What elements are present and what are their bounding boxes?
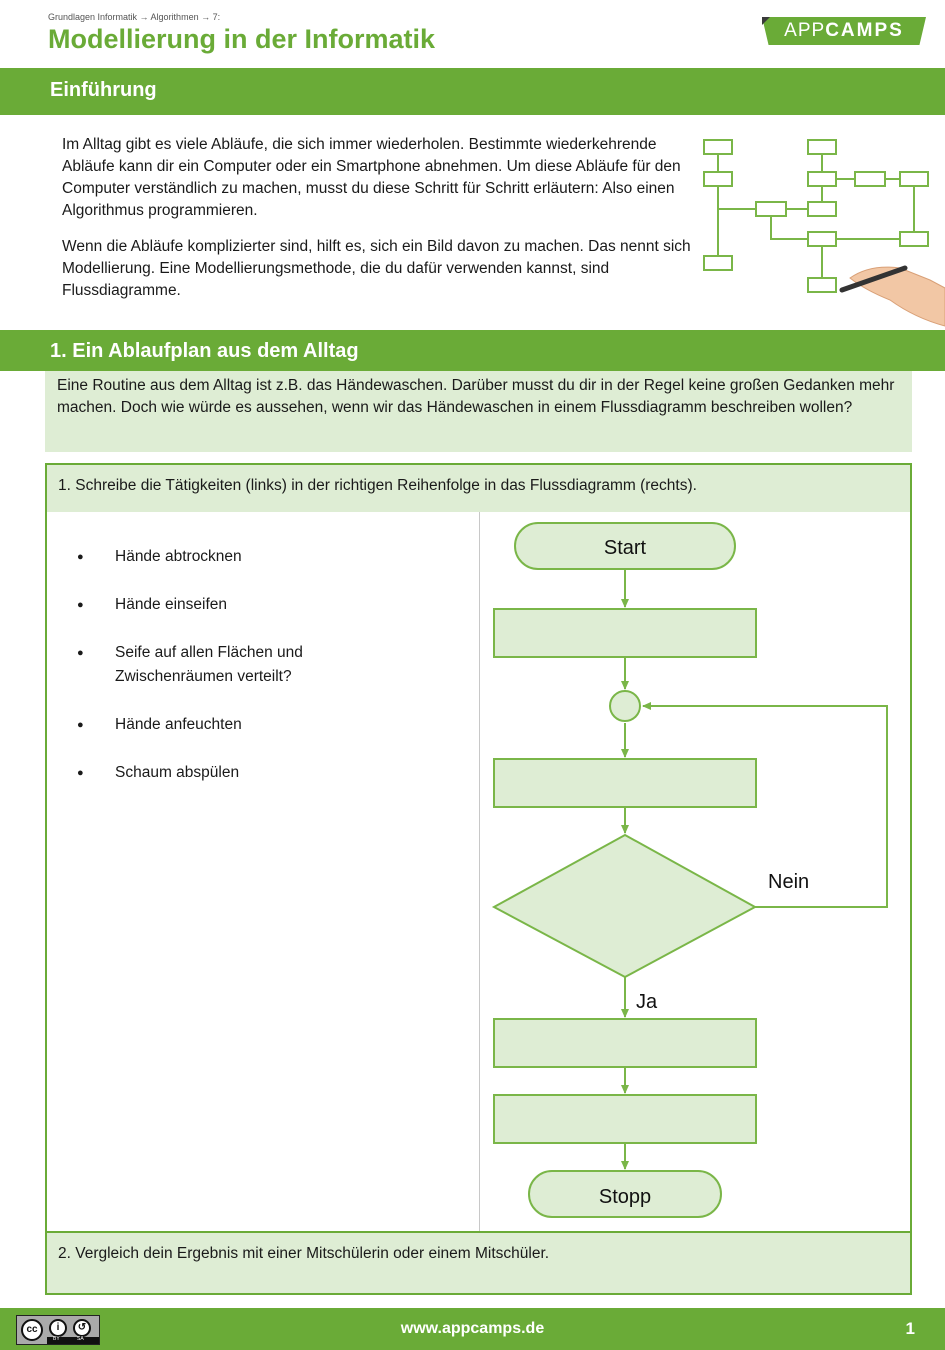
breadcrumb: Grundlagen Informatik → Algorithmen → 7: (48, 12, 221, 22)
logo-text-camps: CAMPS (825, 20, 904, 41)
footer: cc i ↺ BY SA www.appcamps.de 1 (0, 1308, 945, 1350)
license-strip: BY SA (47, 1336, 99, 1344)
list-item: Hände abtrocknen (77, 545, 377, 569)
list-item: Hände einseifen (77, 593, 377, 617)
cc-icon: cc (21, 1319, 43, 1341)
logo-text-app: APP (784, 20, 826, 41)
license-sa-label: SA (77, 1336, 84, 1342)
yes-label: Ja (636, 991, 658, 1013)
appcamps-logo: APPCAMPS (762, 17, 926, 45)
section-1-heading: 1. Ein Ablaufplan aus dem Alltag (0, 330, 945, 371)
decision-diamond (491, 833, 758, 979)
start-terminal (514, 522, 736, 570)
routine-description: Eine Routine aus dem Alltag ist z.B. das… (45, 371, 912, 452)
page-number: 1 (905, 1319, 915, 1338)
start-label: Start (604, 537, 647, 559)
footer-url[interactable]: www.appcamps.de (400, 1320, 545, 1337)
column-divider (479, 512, 480, 1233)
list-item: Schaum abspülen (77, 761, 377, 785)
activity-list: Hände abtrocknen Hände einseifen Seife a… (77, 545, 377, 785)
by-icon: i (49, 1319, 67, 1337)
page-title: Modellierung in der Informatik (48, 24, 436, 54)
process-box-2 (493, 758, 757, 808)
list-item: Hände anfeuchten (77, 713, 377, 737)
sa-icon: ↺ (73, 1319, 91, 1337)
task-2-instruction: 2. Vergleich dein Ergebnis mit einer Mit… (47, 1231, 910, 1293)
task-1-instruction: 1. Schreibe die Tätigkeiten (links) in d… (47, 465, 910, 512)
intro-paragraph-2: Wenn die Abläufe komplizierter sind, hil… (62, 238, 691, 299)
no-label: Nein (768, 871, 809, 893)
process-box-4 (493, 1094, 757, 1144)
task-frame: 1. Schreibe die Tätigkeiten (links) in d… (45, 463, 912, 1295)
license-by-label: BY (53, 1336, 60, 1342)
list-item: Seife auf allen Flächen und Zwischenräum… (77, 641, 377, 689)
flowchart-hand-illustration (703, 139, 945, 327)
intro-paragraph-1: Im Alltag gibt es viele Abläufe, die sic… (62, 136, 681, 219)
process-box-1 (493, 608, 757, 658)
stop-label: Stopp (599, 1186, 651, 1208)
stop-terminal (528, 1170, 722, 1218)
process-box-3 (493, 1018, 757, 1068)
hand-washing-flowchart: Start Nein Ja Stopp (491, 522, 888, 1218)
intro-heading: Einführung (0, 68, 945, 115)
connector-node (609, 690, 641, 722)
cc-license-badge: cc i ↺ BY SA (16, 1315, 100, 1345)
